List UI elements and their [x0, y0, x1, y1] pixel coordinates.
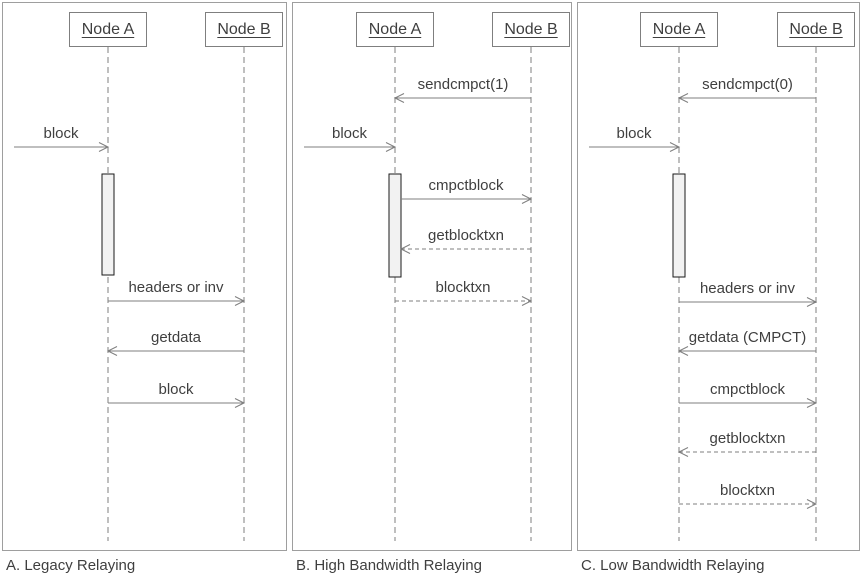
panel-caption: C. Low Bandwidth Relaying: [581, 557, 765, 574]
actor-box-node-b: Node B: [492, 12, 570, 47]
message-label: cmpctblock: [709, 381, 786, 398]
message-label: sendcmpct(1): [417, 76, 509, 93]
arrowhead: [399, 244, 411, 254]
actor-box-node-a: Node A: [640, 12, 718, 47]
activation-bar: [101, 173, 115, 276]
arrowhead: [806, 499, 818, 509]
activation-bar: [672, 173, 686, 278]
panel-caption: A. Legacy Relaying: [6, 557, 136, 574]
panel-1: block headers or inv getdata block Node A Nod…: [2, 2, 287, 551]
actor-box-node-b: Node B: [205, 12, 283, 47]
arrowhead: [393, 93, 405, 103]
message-label: block: [616, 125, 652, 142]
arrowhead: [677, 447, 689, 457]
actor-name: Node B: [217, 20, 271, 38]
panel-canvas: [589, 47, 818, 541]
message-label: blocktxn: [435, 279, 491, 296]
actor-name: Node A: [368, 20, 422, 38]
arrowhead: [521, 296, 533, 306]
actor-name: Node B: [504, 20, 558, 38]
message-label: headers or inv: [128, 279, 224, 296]
message-label: getdata: [150, 329, 202, 346]
arrowhead: [806, 398, 818, 408]
actor-box-node-a: Node A: [69, 12, 147, 47]
arrowhead: [669, 142, 681, 152]
arrowhead: [385, 142, 397, 152]
message-label: block: [43, 125, 79, 142]
message-label: sendcmpct(0): [702, 76, 793, 93]
arrowhead: [234, 296, 246, 306]
arrowhead: [234, 398, 246, 408]
arrowhead: [521, 194, 533, 204]
actor-name: Node A: [652, 20, 706, 38]
actor-box-node-b: Node B: [777, 12, 855, 47]
actor-name: Node B: [789, 20, 843, 38]
actor-name: Node A: [81, 20, 135, 38]
actor-box-node-a: Node A: [356, 12, 434, 47]
activation-bar: [388, 173, 402, 278]
message-label: headers or inv: [699, 280, 796, 297]
message-label: getblocktxn: [428, 227, 504, 244]
message-label: block: [158, 381, 194, 398]
arrowhead: [106, 346, 118, 356]
message-label: blocktxn: [719, 482, 776, 499]
panel-3: sendcmpct(0) block headers or inv getdata (…: [577, 2, 860, 551]
panel-2: sendcmpct(1) block cmpctblock getblocktxn bl…: [292, 2, 572, 551]
message-label: cmpctblock: [428, 177, 504, 194]
panel-canvas: [14, 47, 246, 541]
message-label: getdata (CMPCT): [688, 329, 807, 346]
message-label: getblocktxn: [709, 430, 786, 447]
message-label: block: [331, 125, 368, 142]
arrowhead: [677, 93, 689, 103]
panel-canvas: [304, 47, 533, 541]
arrowhead: [677, 346, 689, 356]
panel-caption: B. High Bandwidth Relaying: [296, 557, 482, 574]
arrowhead: [806, 297, 818, 307]
arrowhead: [98, 142, 110, 152]
